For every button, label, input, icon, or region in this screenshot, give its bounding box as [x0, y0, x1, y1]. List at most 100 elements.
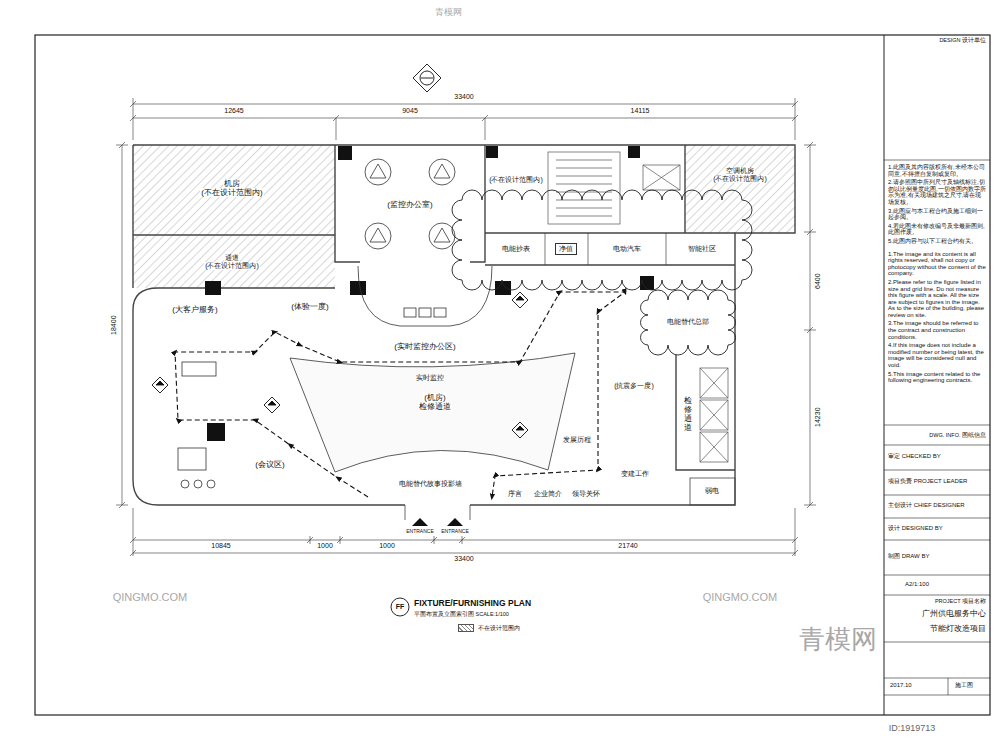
title-block-field: PROJECT 项目名称	[935, 598, 986, 605]
dimension: 18400	[110, 315, 118, 334]
note: 4.若此图未有修改编号及非最新图则,此图作废。	[888, 223, 986, 236]
area-text: 变建工作	[620, 470, 650, 478]
project-name: 广州供电服务中心	[922, 609, 986, 619]
date-field: 2017.10	[890, 682, 912, 689]
zone-label: 智能社区	[685, 244, 719, 254]
area-text: 电能替代总部	[666, 318, 710, 326]
entrance-label: ENTRANCE	[406, 528, 434, 534]
note: 2.Please refer to the figure listed in s…	[888, 279, 986, 319]
dimension: 1000	[317, 542, 333, 550]
note: 3.此图应与本工程合约及施工细则一起参阅。	[888, 208, 986, 221]
watermark: 青模网	[435, 7, 462, 18]
area-text: 电能抄表	[501, 245, 531, 253]
area-text: (大客户服务)	[171, 305, 218, 314]
title-block-field: 主创设计 CHIEF DESIGNER	[888, 502, 965, 509]
area-text: 智能社区	[687, 245, 717, 253]
note: 2.请参照图中所列尺寸及轴线标注,切勿以比例量度此图,一切依图内数字所示为准,有…	[888, 179, 986, 205]
area-text: 净值	[558, 245, 574, 253]
area-text: (实时监控办公区)	[393, 342, 456, 351]
area-text: 电能替代故事投影墙	[398, 480, 463, 488]
area-text: (监控办公室)	[386, 200, 433, 209]
area-text: (体验一度)	[290, 302, 329, 311]
note: 5.此图内容与以下工程合约有关。	[888, 238, 986, 245]
dimension: 14230	[814, 407, 822, 426]
zone-label: (体验一度)	[288, 301, 331, 312]
zone-label: (抗震多一度)	[611, 381, 657, 391]
columns	[205, 146, 654, 441]
dimension: 6400	[814, 273, 822, 289]
area-text: 机房	[223, 179, 241, 188]
stair-and-lift	[548, 152, 728, 462]
zone-box: 净值	[555, 243, 577, 255]
room-label: 通道(不在设计范围内)	[202, 253, 262, 271]
note: 1.此图及其内容版权所有,未经本公司同意,不得擅自复制或复印。	[888, 164, 986, 177]
exhibit-label: 电能替代故事投影墙	[396, 479, 465, 489]
area-text: 序言	[507, 490, 523, 497]
zone-label: 电能替代总部	[664, 317, 712, 327]
dimension: 14115	[631, 107, 650, 115]
watermark: QINGMO.COM	[703, 591, 778, 604]
watermark: 青模网	[799, 624, 877, 655]
exhibit-label: 领导关怀	[569, 489, 603, 498]
area-text: 领导关怀	[571, 490, 601, 497]
exhibit-label: 发展历程	[560, 435, 594, 445]
title-block-field: 制图 DRAW BY	[888, 553, 929, 560]
room-label: (不在设计范围内)	[486, 175, 546, 185]
zone-label: (大客户服务)	[169, 304, 220, 315]
room-label: (监控办公室)	[384, 199, 435, 210]
area-text: (不在设计范围内)	[204, 262, 260, 270]
project-name: 节能灯改造项目	[930, 624, 986, 634]
exhibit-label: 序言	[505, 489, 525, 498]
zone-label: 电动汽车	[610, 244, 644, 254]
area-text: 检修通道	[418, 402, 452, 411]
area-text: 发展历程	[562, 436, 592, 444]
note: 3.The image should be referred to the co…	[888, 320, 986, 340]
area-text: (不在设计范围内)	[712, 175, 768, 183]
watermark: ID:1919713	[889, 723, 936, 734]
note: 1.The image and its content is all right…	[888, 251, 986, 277]
zone-label: (机房)检修通道	[416, 392, 454, 412]
dimension: 10845	[211, 542, 230, 550]
drawing-caption: 平面布置及立面索引图 SCALE:1/100	[414, 611, 509, 618]
area-text: 通道	[224, 254, 240, 262]
note: 4.If this image does not include a modif…	[888, 342, 986, 368]
drawing-title: FIXTURE/FURNISHING PLAN	[414, 598, 531, 608]
area-text: (会议区)	[254, 460, 285, 469]
area-text: 电动汽车	[612, 245, 642, 253]
title-block-field: 项目负责 PROJECT LEADER	[888, 478, 967, 485]
dimension: 33400	[454, 93, 473, 101]
area-text: 弱电	[704, 487, 720, 495]
dimension: 21740	[618, 542, 637, 550]
stage-field: 施工图	[955, 682, 973, 689]
walls	[133, 145, 795, 520]
area-text: (不在设计范围内)	[488, 176, 544, 184]
tour-route	[175, 292, 625, 497]
legend-text: 不在设计范围内	[478, 625, 520, 632]
entrance-arrows	[412, 518, 463, 526]
section-markers	[152, 64, 528, 616]
drawing-code: FF	[396, 603, 405, 611]
area-text: 企业简介	[533, 490, 563, 497]
design-heading: DESIGN 设计单位	[939, 37, 986, 44]
sheet-frame	[35, 35, 990, 715]
zone-label: (会议区)	[252, 459, 287, 470]
zone-label: (实时监控办公区)	[391, 341, 458, 352]
dimension: 9045	[402, 107, 418, 115]
furniture	[178, 159, 575, 488]
area-text: (不在设计范围内)	[200, 188, 263, 197]
dimension: 1000	[379, 542, 395, 550]
entrance-label: ENTRANCE	[441, 528, 469, 534]
title-block-field: DWG. INFO. 图纸信息	[929, 432, 986, 439]
dimension: 12645	[224, 107, 243, 115]
room-label: 机房(不在设计范围内)	[198, 178, 265, 198]
revision-clouds	[452, 190, 752, 355]
area-text: 空调机房	[725, 167, 755, 175]
exhibit-label: 变建工作	[618, 469, 652, 479]
note: 5.This image content related to the foll…	[888, 371, 986, 384]
room-label: 空调机房(不在设计范围内)	[710, 166, 770, 184]
title-block-field: 审定 CHECKED BY	[888, 453, 941, 460]
zone-label: 电能抄表	[499, 244, 533, 254]
area-text: (机房)	[423, 393, 446, 402]
dimension-lines	[116, 98, 816, 556]
